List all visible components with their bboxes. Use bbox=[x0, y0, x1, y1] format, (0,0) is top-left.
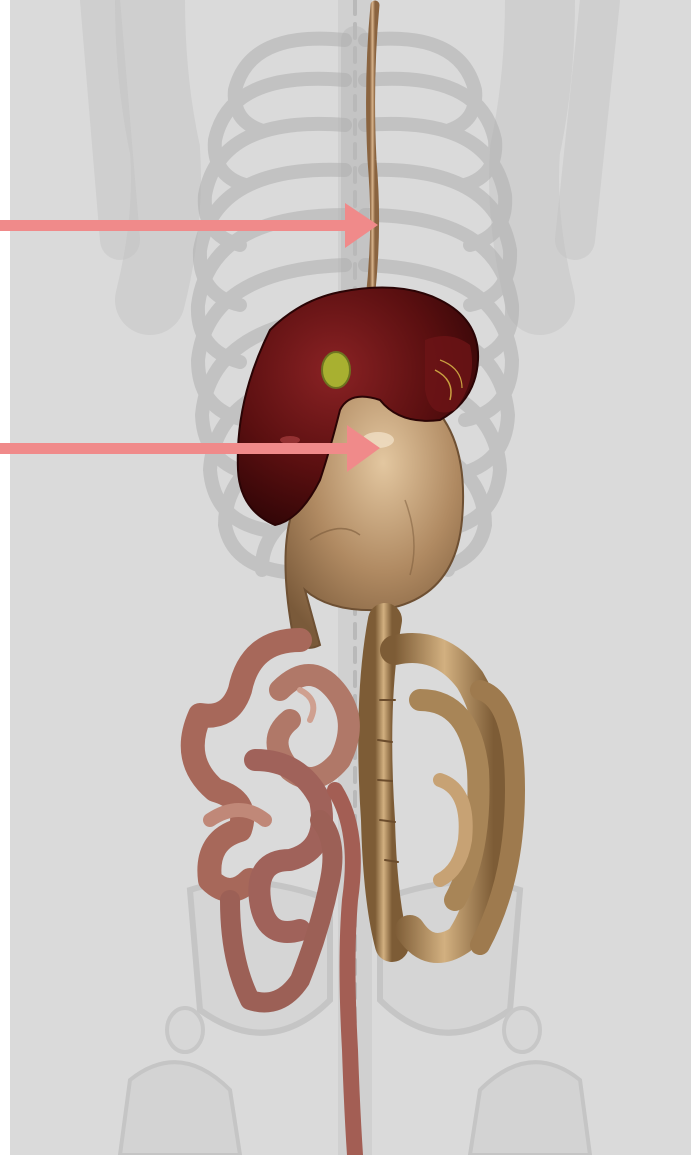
gallbladder bbox=[322, 352, 350, 388]
esophagus bbox=[370, 5, 375, 300]
left-margin bbox=[0, 0, 10, 1155]
